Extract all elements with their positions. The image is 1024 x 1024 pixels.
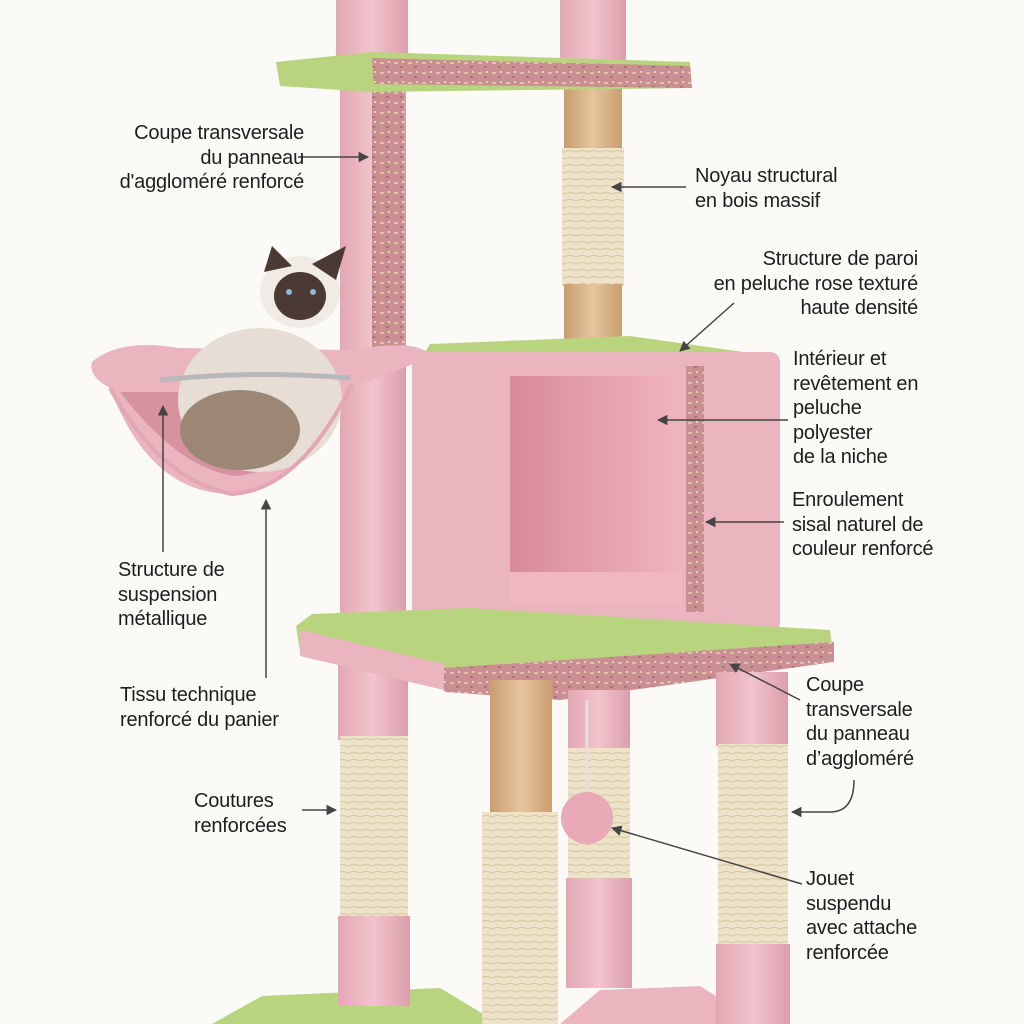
sisal-section (562, 148, 624, 286)
arrow-plush-wall (679, 302, 735, 352)
sisal-section (340, 736, 408, 920)
annotation-arrows (157, 151, 855, 885)
arrow-panel-cross-section-bottom (729, 663, 801, 701)
label-sisal-wrap: Enroulement sisal naturel de couleur ren… (792, 489, 934, 560)
right-top-post (560, 0, 626, 344)
arrow-hanging-toy (610, 825, 803, 885)
left-tall-post (336, 0, 410, 1006)
label-niche-interior-lining: Intérieur et revêtement en peluche polye… (793, 348, 919, 468)
top-platform (276, 52, 692, 92)
label-basket-fabric: Tissu technique renforcé du panier (120, 684, 279, 731)
cat (178, 246, 346, 472)
metal-suspension-bar (159, 371, 351, 383)
label-panel-cross-section-top: Coupe transversale du panneau d'agglomér… (119, 122, 305, 193)
label-solid-wood-core: Noyau structural en bois massif (695, 165, 838, 212)
label-metal-suspension: Structure de suspension métallique (118, 559, 225, 630)
lower-right-post (716, 672, 790, 1024)
hanging-toy (561, 700, 613, 844)
arrow-lower-post (790, 779, 855, 818)
solid-wood-core (564, 84, 622, 150)
niche-house (412, 336, 780, 632)
lower-center-post (482, 680, 558, 1024)
label-panel-cross-section-bottom: Coupe transversale du panneau d’agglomér… (806, 674, 914, 770)
niche-interior (510, 376, 682, 604)
label-hanging-toy: Jouet suspendu avec attache renforcée (806, 868, 918, 964)
label-reinforced-seams: Coutures renforcées (194, 790, 287, 837)
label-plush-wall-structure: Structure de paroi en peluche rose textu… (713, 248, 919, 319)
hammock-basket (91, 246, 430, 497)
particle-board-cross-section (372, 80, 404, 350)
